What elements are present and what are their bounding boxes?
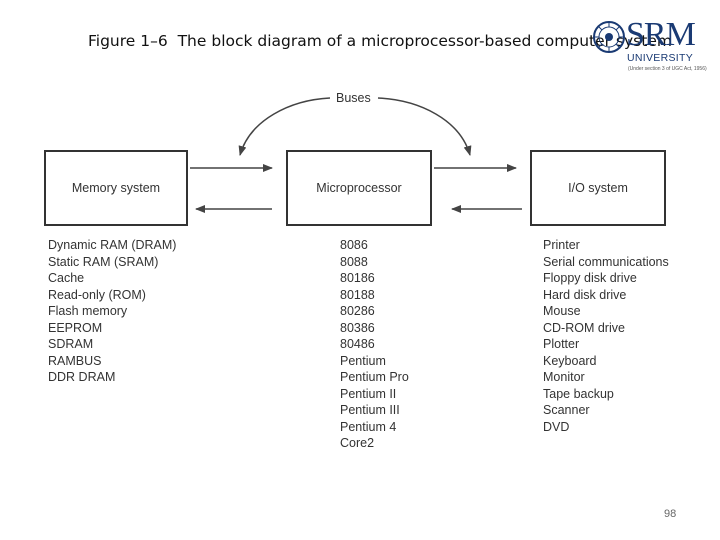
io-device-item: Serial communications <box>543 254 669 269</box>
microprocessor-item: Pentium III <box>340 403 400 417</box>
microprocessor-item: 80386 <box>340 320 375 335</box>
io-device-item: Keyboard <box>543 353 597 368</box>
microprocessor-item: Pentium <box>340 353 386 368</box>
bus-arc-left <box>238 97 331 156</box>
microprocessor-item: 80486 <box>340 337 375 351</box>
memory-type-item: Cache <box>48 271 85 285</box>
memory-type-item: EEPROM <box>48 320 103 335</box>
io-device-item: Mouse <box>543 304 581 318</box>
microprocessor-item: 80186 <box>340 271 375 285</box>
memory-type-item: Read-only (ROM) <box>48 287 146 302</box>
memory-types-list: Dynamic RAM (DRAM) Static RAM (SRAM) Cache… <box>48 237 176 386</box>
memory-type-item: Static RAM (SRAM) <box>48 254 159 269</box>
io-device-item: Tape backup <box>543 386 614 401</box>
io-device-item: Floppy disk drive <box>543 271 637 285</box>
io-device-item: DVD <box>543 419 570 434</box>
io-system-box: I/O system <box>530 150 666 226</box>
memory-type-item: Flash memory <box>48 304 128 318</box>
logo-subtitle: UNIVERSITY <box>627 52 694 64</box>
figure-title: Figure 1–6 The block diagram of a microp… <box>88 32 672 50</box>
figure-number: Figure 1–6 <box>88 32 168 50</box>
io-device-item: Scanner <box>543 403 590 417</box>
io-system-label: I/O system <box>568 181 628 195</box>
microprocessor-item: 8088 <box>340 254 368 269</box>
seal-icon <box>593 21 625 53</box>
io-device-item: Hard disk drive <box>543 287 627 302</box>
microprocessor-item: 8086 <box>340 238 368 252</box>
buses-label: Buses <box>334 91 373 105</box>
microprocessor-item: Pentium Pro <box>340 370 409 384</box>
bus-arc-right <box>377 97 472 156</box>
microprocessor-label: Microprocessor <box>316 181 402 195</box>
microprocessor-item: Pentium II <box>340 386 397 401</box>
memory-type-item: RAMBUS <box>48 353 102 368</box>
figure-caption: The block diagram of a microprocessor-ba… <box>177 32 672 50</box>
io-device-item: Monitor <box>543 370 585 384</box>
io-device-item: CD-ROM drive <box>543 320 625 335</box>
memory-system-box: Memory system <box>44 150 188 226</box>
microprocessor-box: Microprocessor <box>286 150 432 226</box>
memory-type-item: DDR DRAM <box>48 370 116 384</box>
memory-system-label: Memory system <box>71 181 161 195</box>
memory-type-item: SDRAM <box>48 337 94 351</box>
microprocessor-item: 80286 <box>340 304 375 318</box>
logo-tagline: (Under section 3 of UGC Act, 1956) <box>628 66 707 72</box>
logo-name: SRM <box>626 16 696 53</box>
university-logo: SRM UNIVERSITY (Under section 3 of UGC A… <box>592 16 707 76</box>
io-device-item: Printer <box>543 238 580 252</box>
memory-type-item: Dynamic RAM (DRAM) <box>48 238 177 252</box>
microprocessor-item: 80188 <box>340 287 375 302</box>
page-number: 98 <box>664 508 677 520</box>
microprocessor-item: Pentium 4 <box>340 419 397 434</box>
microprocessor-item: Core2 <box>340 436 375 450</box>
io-device-item: Plotter <box>543 337 580 351</box>
